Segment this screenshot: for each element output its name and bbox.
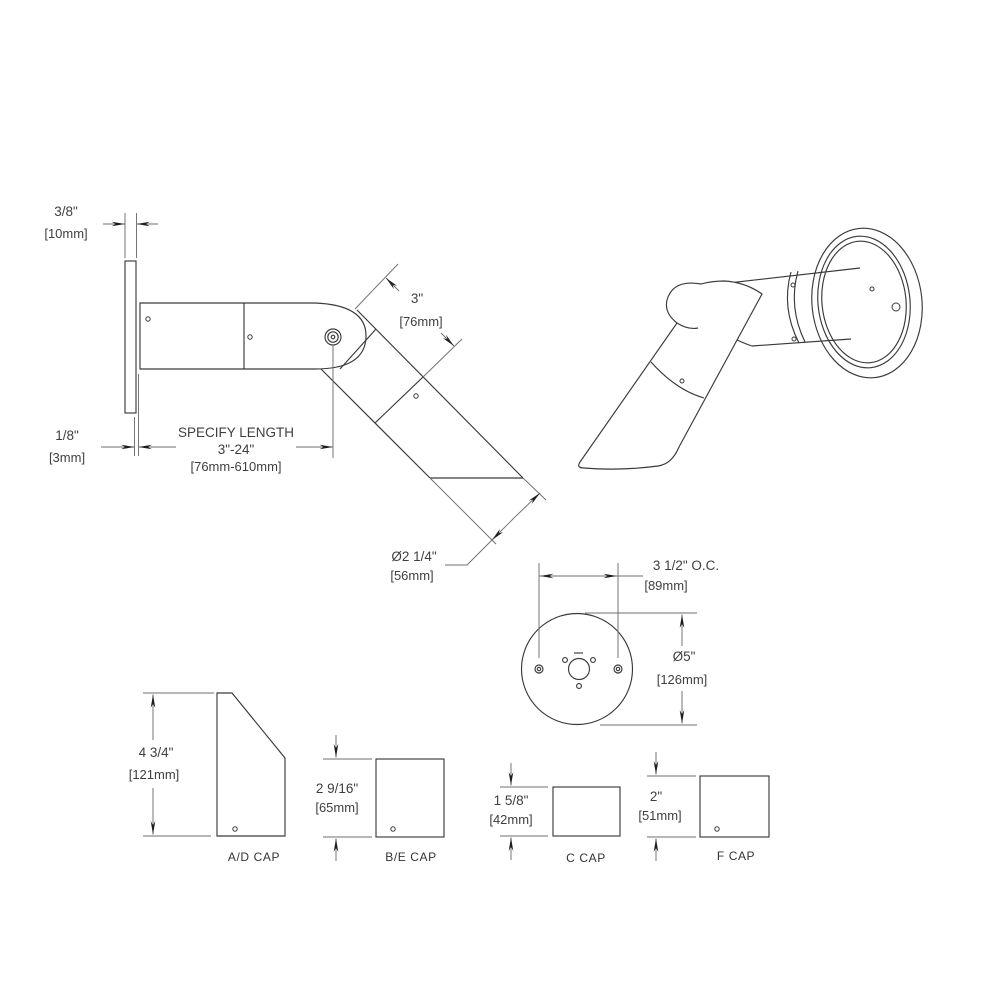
- cap-be-height-in: 2 9/16": [316, 781, 359, 796]
- side-view-dimensions: 3/8" [10mm] 1/8" [3mm] SPECIFY LENGTH 3"…: [44, 204, 547, 583]
- plate-hole: [891, 302, 901, 312]
- cap-be-label: B/E CAP: [385, 850, 437, 864]
- cap-f: 2" [51mm] F CAP: [638, 752, 770, 863]
- small-hole-1: [562, 657, 568, 663]
- cap-profiles: 4 3/4" [121mm] A/D CAP 2 9/16" [65mm] B/…: [129, 692, 770, 865]
- cap-ad-label: A/D CAP: [228, 850, 280, 864]
- cap-f-screw: [714, 826, 720, 832]
- plate-outline: [520, 612, 634, 726]
- small-hole-2: [590, 657, 596, 663]
- dim-length-note-line1: SPECIFY LENGTH: [178, 425, 294, 440]
- angled-tube: [320, 309, 524, 479]
- dim-tube-dia-in: Ø2 1/4": [391, 549, 437, 564]
- cyl-screw-2: [791, 336, 797, 342]
- arm-screw-2: [247, 334, 253, 340]
- center-hole: [567, 657, 591, 681]
- tube-screw: [413, 393, 419, 399]
- horizontal-arm: [139, 302, 367, 370]
- pivot-screw: [324, 328, 342, 346]
- cyl-screw-3: [869, 286, 875, 292]
- cap-f-height-in: 2": [650, 789, 663, 804]
- cap-be-screw: [390, 826, 396, 832]
- angled-arm-screw: [679, 378, 685, 384]
- mounting-plate-view: 3 1/2" O.C. [89mm] Ø5" [126mm]: [520, 558, 719, 726]
- dim-plate-thickness-in: 3/8": [54, 204, 78, 219]
- perspective-view: [578, 227, 923, 470]
- cap-f-label: F CAP: [717, 849, 755, 863]
- angled-arm-perspective: [578, 280, 763, 470]
- hole-spacing-dimension: 3 1/2" O.C. [89mm]: [538, 558, 719, 658]
- cap-ad-height-mm: [121mm]: [129, 767, 180, 782]
- wall-plate-side: [124, 260, 137, 414]
- cap-ad: 4 3/4" [121mm] A/D CAP: [129, 692, 286, 864]
- dim-plate-thickness-mm: [10mm]: [44, 226, 87, 241]
- dim-length-note-line2: 3"-24": [218, 442, 255, 457]
- cap-f-outline: [699, 775, 770, 838]
- dim-elbow-mm: [76mm]: [399, 314, 442, 329]
- cap-c-height-in: 1 5/8": [494, 793, 529, 808]
- cap-c-outline: [552, 786, 621, 837]
- cap-c: 1 5/8" [42mm] C CAP: [489, 763, 621, 865]
- dim-plate-dia-mm: [126mm]: [657, 672, 708, 687]
- cap-be-outline: [375, 758, 445, 838]
- cap-ad-height-in: 4 3/4": [139, 745, 174, 760]
- dim-tube-dia-mm: [56mm]: [390, 568, 433, 583]
- cyl-screw-1: [790, 282, 796, 288]
- arm-screw-1: [145, 316, 151, 322]
- side-view: [124, 260, 524, 479]
- mount-hole-left: [534, 664, 544, 674]
- dim-gap-mm: [3mm]: [49, 450, 85, 465]
- wall-plate-perspective: [811, 227, 923, 379]
- mount-hole-right: [613, 664, 623, 674]
- cap-c-height-mm: [42mm]: [489, 812, 532, 827]
- dim-elbow-in: 3": [411, 291, 424, 306]
- plate-diameter-dimension: Ø5" [126mm]: [585, 612, 708, 726]
- dim-hole-spacing-mm: [89mm]: [644, 578, 687, 593]
- cap-c-label: C CAP: [566, 851, 606, 865]
- cap-ad-outline: [216, 692, 286, 837]
- cap-f-height-mm: [51mm]: [638, 808, 681, 823]
- small-hole-3: [576, 683, 582, 689]
- dim-hole-spacing-in: 3 1/2" O.C.: [653, 558, 719, 573]
- cap-be: 2 9/16" [65mm] B/E CAP: [315, 735, 445, 864]
- dim-plate-dia-in: Ø5": [673, 649, 696, 664]
- cap-ad-screw: [232, 826, 238, 832]
- cap-be-height-mm: [65mm]: [315, 800, 358, 815]
- dim-gap-in: 1/8": [55, 428, 79, 443]
- dim-length-note-line3: [76mm-610mm]: [190, 459, 281, 474]
